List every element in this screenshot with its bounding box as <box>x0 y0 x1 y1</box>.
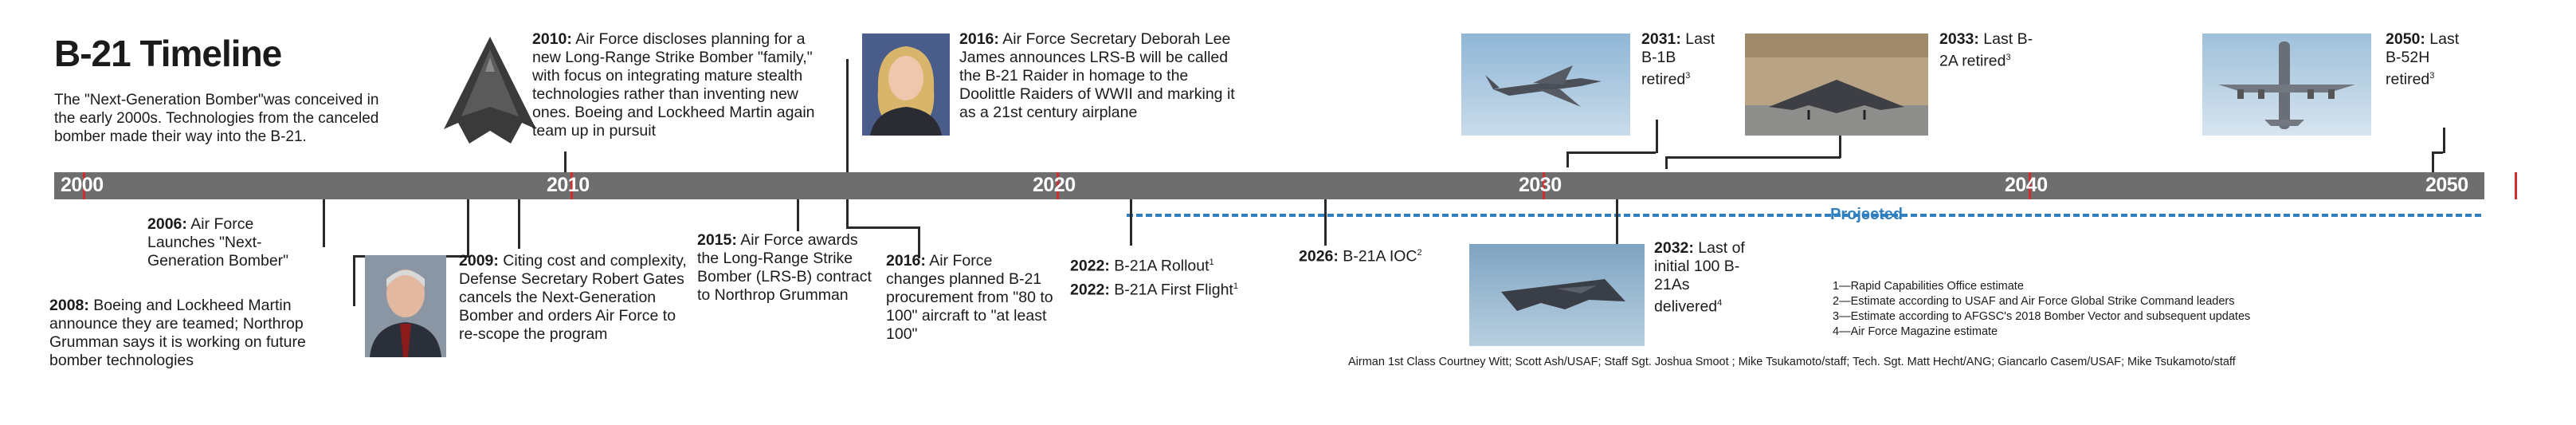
event-2022b-year: 2022: <box>1070 281 1110 299</box>
event-2016a: 2016: Air Force Secretary Deborah Lee Ja… <box>959 30 1246 122</box>
b21-photo <box>1469 244 1645 346</box>
bomber-illustration <box>442 33 538 153</box>
event-2022a-text: B-21A Rollout <box>1114 257 1210 275</box>
event-2026-note: 2 <box>1417 248 1422 258</box>
event-2031-year: 2031: <box>1641 30 1681 48</box>
event-2022-first-flight: 2022: B-21A First Flight1 <box>1070 277 1277 300</box>
event-2022b-text: B-21A First Flight <box>1114 281 1233 299</box>
event-2026-text: B-21A IOC <box>1343 247 1417 266</box>
event-2050: 2050: Last B-52H retired3 <box>2386 30 2473 89</box>
footnote-4: 4—Air Force Magazine estimate <box>1833 325 1998 338</box>
event-2016b: 2016: Air Force changes planned B-21 pro… <box>886 252 1053 344</box>
b1b-photo <box>1461 33 1630 136</box>
footnote-1: 1—Rapid Capabilities Office estimate <box>1833 280 2024 293</box>
event-2008: 2008: Boeing and Lockheed Martin announc… <box>49 297 312 370</box>
event-2010-year: 2010: <box>532 30 572 48</box>
footnotes: 1—Rapid Capabilities Office estimate 2—E… <box>1833 279 2374 340</box>
event-2033: 2033: Last B-2A retired3 <box>1939 30 2043 71</box>
event-2026: 2026: B-21A IOC2 <box>1299 244 1474 266</box>
year-label-2000: 2000 <box>61 174 104 196</box>
event-2016b-year: 2016: <box>886 252 926 270</box>
event-2033-note: 3 <box>2006 53 2011 62</box>
event-2022-rollout: 2022: B-21A Rollout1 <box>1070 254 1277 276</box>
b52h-photo <box>2202 33 2371 136</box>
event-2006-year: 2006: <box>147 215 187 233</box>
event-2016b-text: Air Force changes planned B-21 procureme… <box>886 252 1053 343</box>
event-2016a-year: 2016: <box>959 30 999 48</box>
event-2031-note: 3 <box>1685 71 1691 81</box>
event-2032-year: 2032: <box>1654 239 1694 257</box>
event-2015-year: 2015: <box>697 231 737 249</box>
event-2050-note: 3 <box>2429 71 2435 81</box>
event-2033-text: Last B-2A retired <box>1939 30 2033 70</box>
event-2022b-note: 1 <box>1233 281 1238 291</box>
projected-label: Projected <box>1830 206 1904 223</box>
intro-text: The "Next-Generation Bomber"was conceive… <box>54 92 379 145</box>
year-label-2020: 2020 <box>1033 174 1076 196</box>
event-2032-text: Last of initial 100 B-21As delivered <box>1654 239 1745 316</box>
photo-credits: Airman 1st Class Courtney Witt; Scott As… <box>1348 356 2236 368</box>
year-label-2010: 2010 <box>547 174 590 196</box>
event-2050-year: 2050: <box>2386 30 2425 48</box>
year-label-2050: 2050 <box>2425 174 2468 196</box>
event-2009: 2009: Citing cost and complexity, Defens… <box>459 252 690 344</box>
event-2032: 2032: Last of initial 100 B-21As deliver… <box>1654 239 1758 317</box>
event-2009-year: 2009: <box>459 252 499 270</box>
event-2022a-note: 1 <box>1209 258 1214 267</box>
event-2010: 2010: Air Force discloses planning for a… <box>532 30 831 140</box>
timeline-bar <box>54 172 2517 199</box>
footnote-2: 2—Estimate according to USAF and Air For… <box>1833 295 2235 308</box>
event-2050-text: Last B-52H retired <box>2386 30 2460 89</box>
deborah-lee-james-photo <box>862 33 950 136</box>
page-title: B-21 Timeline <box>54 33 282 74</box>
robert-gates-photo <box>365 255 446 357</box>
event-2015: 2015: Air Force awards the Long-Range St… <box>697 231 880 305</box>
footnote-3: 3—Estimate according to AFGSC's 2018 Bom… <box>1833 310 2251 323</box>
event-2008-text: Boeing and Lockheed Martin announce they… <box>49 297 306 369</box>
event-2015-text: Air Force awards the Long-Range Strike B… <box>697 231 872 304</box>
projected-line <box>1127 214 2481 217</box>
event-2016a-text: Air Force Secretary Deborah Lee James an… <box>959 30 1235 121</box>
event-2022a-year: 2022: <box>1070 257 1110 275</box>
event-2033-year: 2033: <box>1939 30 1979 48</box>
event-2009-text: Citing cost and complexity, Defense Secr… <box>459 252 687 343</box>
event-2010-text: Air Force discloses planning for a new L… <box>532 30 815 140</box>
event-2031: 2031: Last B-1B retired3 <box>1641 30 1729 89</box>
event-2008-year: 2008: <box>49 297 89 314</box>
event-2026-year: 2026: <box>1299 247 1339 266</box>
event-2032-note: 4 <box>1717 298 1723 308</box>
event-2031-text: Last B-1B retired <box>1641 30 1715 89</box>
year-label-2040: 2040 <box>2005 174 2048 196</box>
event-2006-text: Air Force Launches "Next-Generation Bomb… <box>147 215 289 270</box>
year-label-2030: 2030 <box>1519 174 1562 196</box>
b2a-photo <box>1745 33 1928 136</box>
event-2006: 2006: Air Force Launches "Next-Generatio… <box>147 215 299 270</box>
